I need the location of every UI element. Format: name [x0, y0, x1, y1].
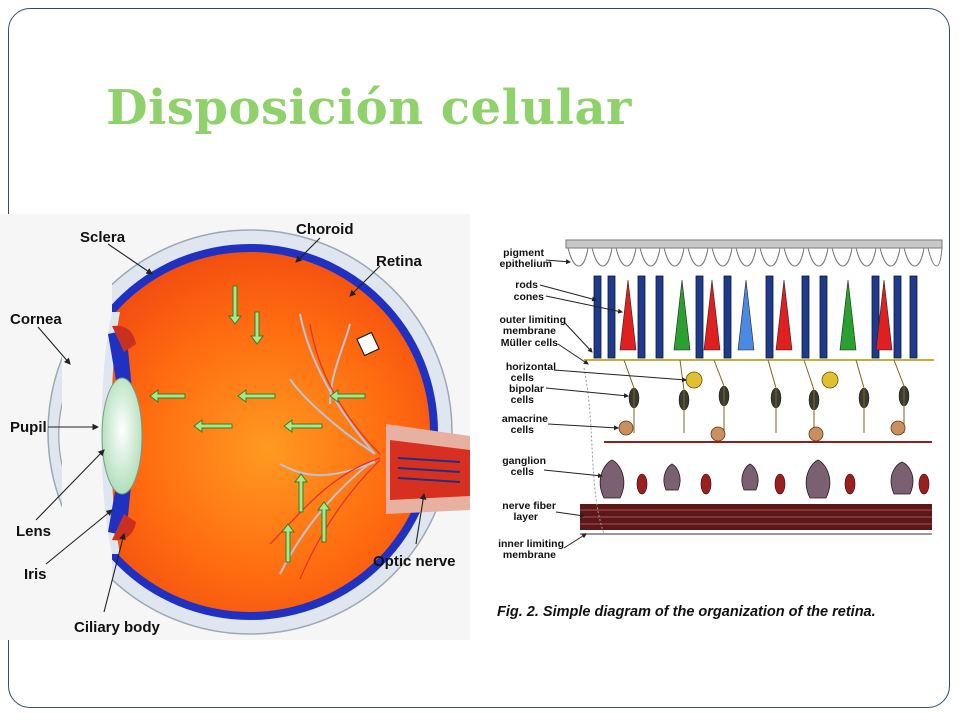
label-ganglion-cells: cells — [511, 466, 535, 478]
label-outer-limiting: outer limiting — [500, 314, 567, 326]
label-horizontal-cells: cells — [511, 372, 535, 384]
retina-detail-box — [356, 331, 380, 357]
ciliary-body — [112, 325, 136, 352]
pigment-cells — [567, 247, 943, 267]
label-sclera: Sclera — [80, 229, 126, 246]
label-horizontal: horizontal — [506, 361, 556, 373]
label-ganglion: ganglion — [502, 455, 546, 467]
label-bipolar: bipolar — [509, 383, 544, 395]
label-layer: layer — [513, 511, 538, 523]
nerve-fiber-layer — [580, 504, 932, 530]
label-inner-membrane: membrane — [503, 549, 556, 561]
slide-title: Disposición celular — [106, 80, 632, 136]
label-amacrine: amacrine — [502, 413, 548, 425]
label-iris: Iris — [24, 566, 47, 583]
rods — [593, 275, 918, 359]
vitreous-body — [70, 252, 430, 612]
cones — [619, 279, 893, 351]
label-optic-nerve: Optic nerve — [373, 553, 456, 570]
figure-caption: Fig. 2. Simple diagram of the organizati… — [497, 604, 876, 620]
label-lens: Lens — [16, 523, 51, 540]
ganglion-cells — [599, 459, 914, 499]
label-pupil: Pupil — [10, 419, 47, 436]
lens — [101, 377, 143, 495]
label-bipolar-cells: cells — [511, 394, 535, 406]
label-rods: rods — [515, 279, 538, 291]
label-cornea: Cornea — [10, 311, 62, 328]
label-nerve-fiber: nerve fiber — [502, 500, 556, 512]
amacrine-cells — [618, 420, 906, 442]
eye-diagram: Sclera Choroid Retina Cornea Pupil Lens … — [0, 214, 470, 640]
light-direction-arrows — [149, 285, 366, 563]
label-epithelium: epithelium — [499, 258, 552, 270]
label-retina: Retina — [376, 253, 423, 270]
label-choroid: Choroid — [296, 221, 354, 238]
label-pigment: pigment — [503, 247, 544, 259]
pigment-epithelium-layer — [565, 239, 943, 249]
label-muller-cells: Müller cells — [501, 337, 558, 349]
label-cones: cones — [514, 291, 545, 303]
label-ciliary-body: Ciliary body — [74, 619, 161, 636]
ganglion-small — [636, 473, 930, 495]
label-amacrine-cells: cells — [511, 424, 535, 436]
label-inner-limiting: inner limiting — [498, 538, 564, 550]
horizontal-cells — [685, 371, 839, 389]
label-membrane: membrane — [503, 325, 556, 337]
